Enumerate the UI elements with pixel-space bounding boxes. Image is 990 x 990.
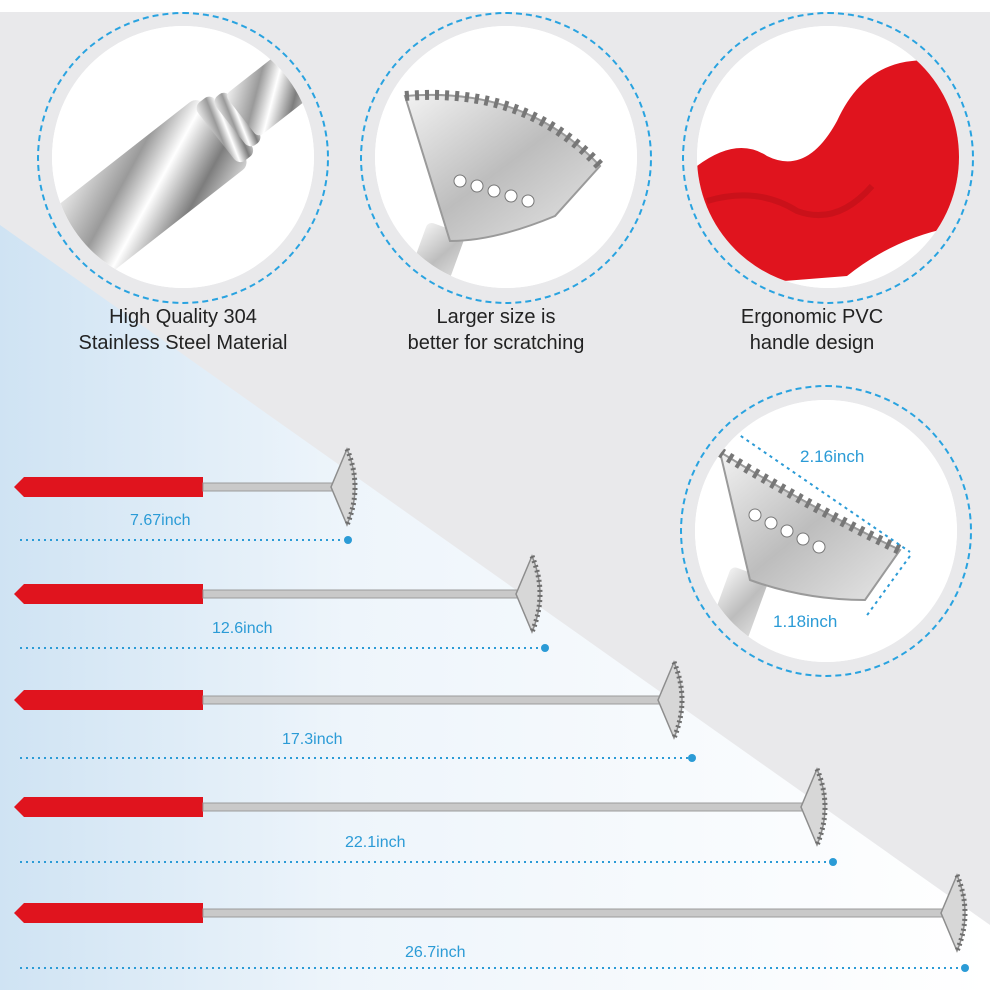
caption-line: High Quality 304	[109, 306, 257, 328]
scratcher-2	[14, 554, 543, 634]
scratcher-head-photo	[375, 26, 637, 288]
steel-shaft	[202, 908, 946, 918]
length-label-1: 7.67inch	[130, 512, 191, 529]
feature-caption-head: Larger size is better for scratching	[346, 304, 646, 356]
scratcher-teeth	[814, 768, 828, 846]
length-label-2: 12.6inch	[212, 620, 273, 637]
length-endpoint-dot	[344, 536, 352, 544]
dimension-photo	[695, 400, 957, 662]
steel-shaft	[202, 589, 521, 599]
steel-shaft	[202, 482, 336, 492]
length-label-3: 17.3inch	[282, 731, 343, 748]
red-handle	[14, 477, 203, 497]
length-label-5: 26.7inch	[405, 944, 466, 961]
length-endpoint-dot	[829, 858, 837, 866]
red-handle	[14, 903, 203, 923]
caption-line: Larger size is	[436, 306, 556, 328]
feature-ring-steel	[37, 12, 329, 304]
dimension-ring	[680, 385, 972, 677]
caption-line: Ergonomic PVC	[740, 306, 884, 328]
length-endpoint-dot	[961, 964, 969, 972]
scratcher-1	[14, 447, 358, 527]
feature-ring-head	[360, 12, 652, 304]
steel-tube-photo	[52, 26, 314, 288]
red-handle-photo	[697, 26, 959, 288]
steel-shaft	[202, 802, 806, 812]
head-width-label: 2.16inch	[800, 447, 865, 466]
feature-caption-handle: Ergonomic PVC handle design	[662, 304, 962, 356]
feature-ring-handle	[682, 12, 974, 304]
steel-shaft	[202, 695, 663, 705]
feature-caption-steel: High Quality 304 Stainless Steel Materia…	[33, 304, 333, 356]
scratcher-teeth	[671, 661, 685, 739]
head-height-label: 1.18inch	[773, 612, 838, 631]
red-handle	[14, 797, 203, 817]
length-label-4: 22.1inch	[345, 834, 406, 851]
caption-line: better for scratching	[407, 332, 585, 354]
length-endpoint-dot	[688, 754, 696, 762]
scratcher-4	[14, 767, 828, 847]
caption-line: handle design	[749, 332, 875, 354]
scratcher-3	[14, 660, 685, 740]
scratcher-teeth	[529, 555, 543, 633]
red-handle	[14, 690, 203, 710]
scratcher-teeth	[344, 448, 358, 526]
scratcher-teeth	[954, 874, 968, 952]
length-endpoint-dot	[541, 644, 549, 652]
red-handle	[14, 584, 203, 604]
scratcher-5	[14, 873, 968, 953]
caption-line: Stainless Steel Material	[78, 332, 288, 354]
